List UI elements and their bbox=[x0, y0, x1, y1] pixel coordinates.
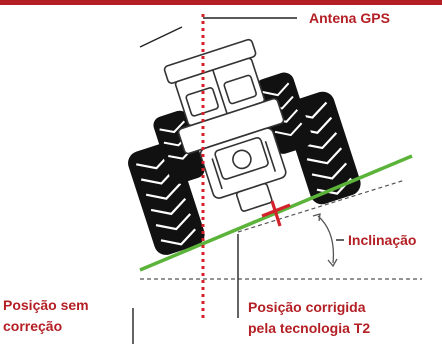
corrected-label-line2: pela tecnologia T2 bbox=[248, 320, 371, 336]
arc-arrow-top bbox=[312, 213, 321, 222]
corrected-label-line1: Posição corrigida bbox=[248, 299, 366, 315]
antenna-label: Antena GPS bbox=[309, 10, 390, 26]
uncorrected-label-line2: correção bbox=[3, 318, 63, 334]
corrected-position-cross bbox=[261, 200, 291, 227]
tire-left-rear bbox=[128, 142, 205, 255]
antenna-slash-line bbox=[139, 26, 183, 48]
tractor-cab bbox=[163, 38, 266, 127]
arc-arrow-bottom bbox=[327, 258, 338, 268]
top-accent-bar bbox=[0, 0, 442, 5]
slope-parallel-line bbox=[237, 179, 406, 233]
tractor bbox=[128, 38, 361, 255]
uncorrected-label-line1: Posição sem bbox=[3, 297, 89, 313]
inclination-arc bbox=[317, 215, 335, 264]
inclination-label: Inclinação bbox=[348, 232, 417, 248]
tractor-body bbox=[177, 97, 287, 212]
